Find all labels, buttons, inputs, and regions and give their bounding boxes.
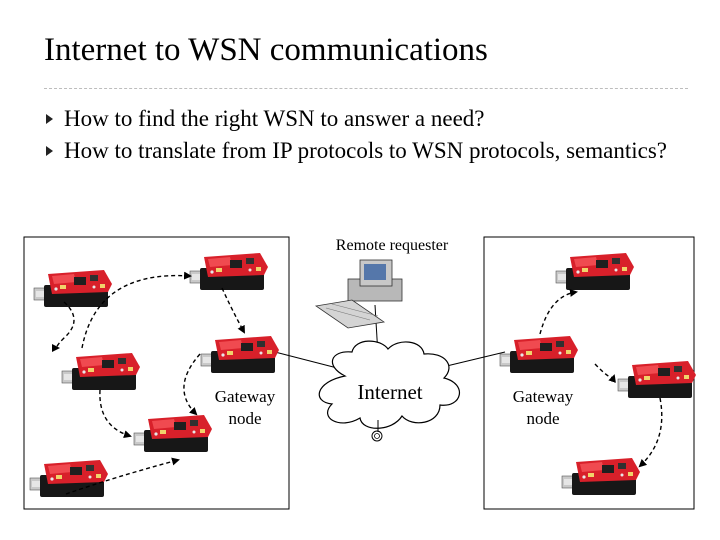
hop-arrow	[65, 457, 180, 495]
hop-arrow	[221, 287, 245, 334]
usb-sensor-node-icon	[617, 360, 697, 399]
hop-arrow	[51, 301, 75, 352]
hop-arrow	[638, 397, 663, 468]
hop-arrow	[81, 271, 192, 349]
desktop-computer-icon	[314, 259, 403, 329]
gateway-left-label: Gateway node	[214, 387, 276, 428]
hop-arrow	[183, 353, 201, 416]
usb-sensor-node-icon	[555, 252, 635, 291]
bullet-list: How to find the right WSN to answer a ne…	[40, 104, 700, 168]
hop-arrow	[99, 389, 132, 439]
usb-sensor-node-icon	[29, 459, 109, 498]
usb-sensor-node-icon	[499, 335, 579, 374]
gateway-right-label: Gateway node	[512, 387, 574, 428]
usb-sensor-node-icon	[189, 252, 269, 291]
usb-sensor-node-icon	[561, 457, 641, 496]
cloud-icon	[318, 340, 461, 442]
bullet-text: How to translate from IP protocols to WS…	[64, 138, 668, 163]
hop-arrow	[539, 288, 578, 335]
bullet-text: How to find the right WSN to answer a ne…	[64, 106, 485, 131]
hop-arrow	[594, 363, 616, 383]
bullet-item: How to translate from IP protocols to WS…	[40, 136, 700, 166]
title-divider	[44, 88, 688, 89]
remote-requester-label: Remote requester	[335, 237, 449, 254]
internet-label: Internet	[357, 380, 423, 404]
usb-sensor-node-icon	[200, 335, 280, 374]
bullet-arrow-icon	[46, 114, 53, 124]
slide-title: Internet to WSN communications	[44, 32, 488, 68]
usb-sensor-node-icon	[61, 352, 141, 391]
wsn-left-frame	[23, 236, 290, 510]
link-left-gateway	[274, 351, 346, 371]
bullet-arrow-icon	[46, 146, 53, 156]
usb-sensor-node-icon	[33, 269, 113, 308]
bullet-item: How to find the right WSN to answer a ne…	[40, 104, 700, 134]
